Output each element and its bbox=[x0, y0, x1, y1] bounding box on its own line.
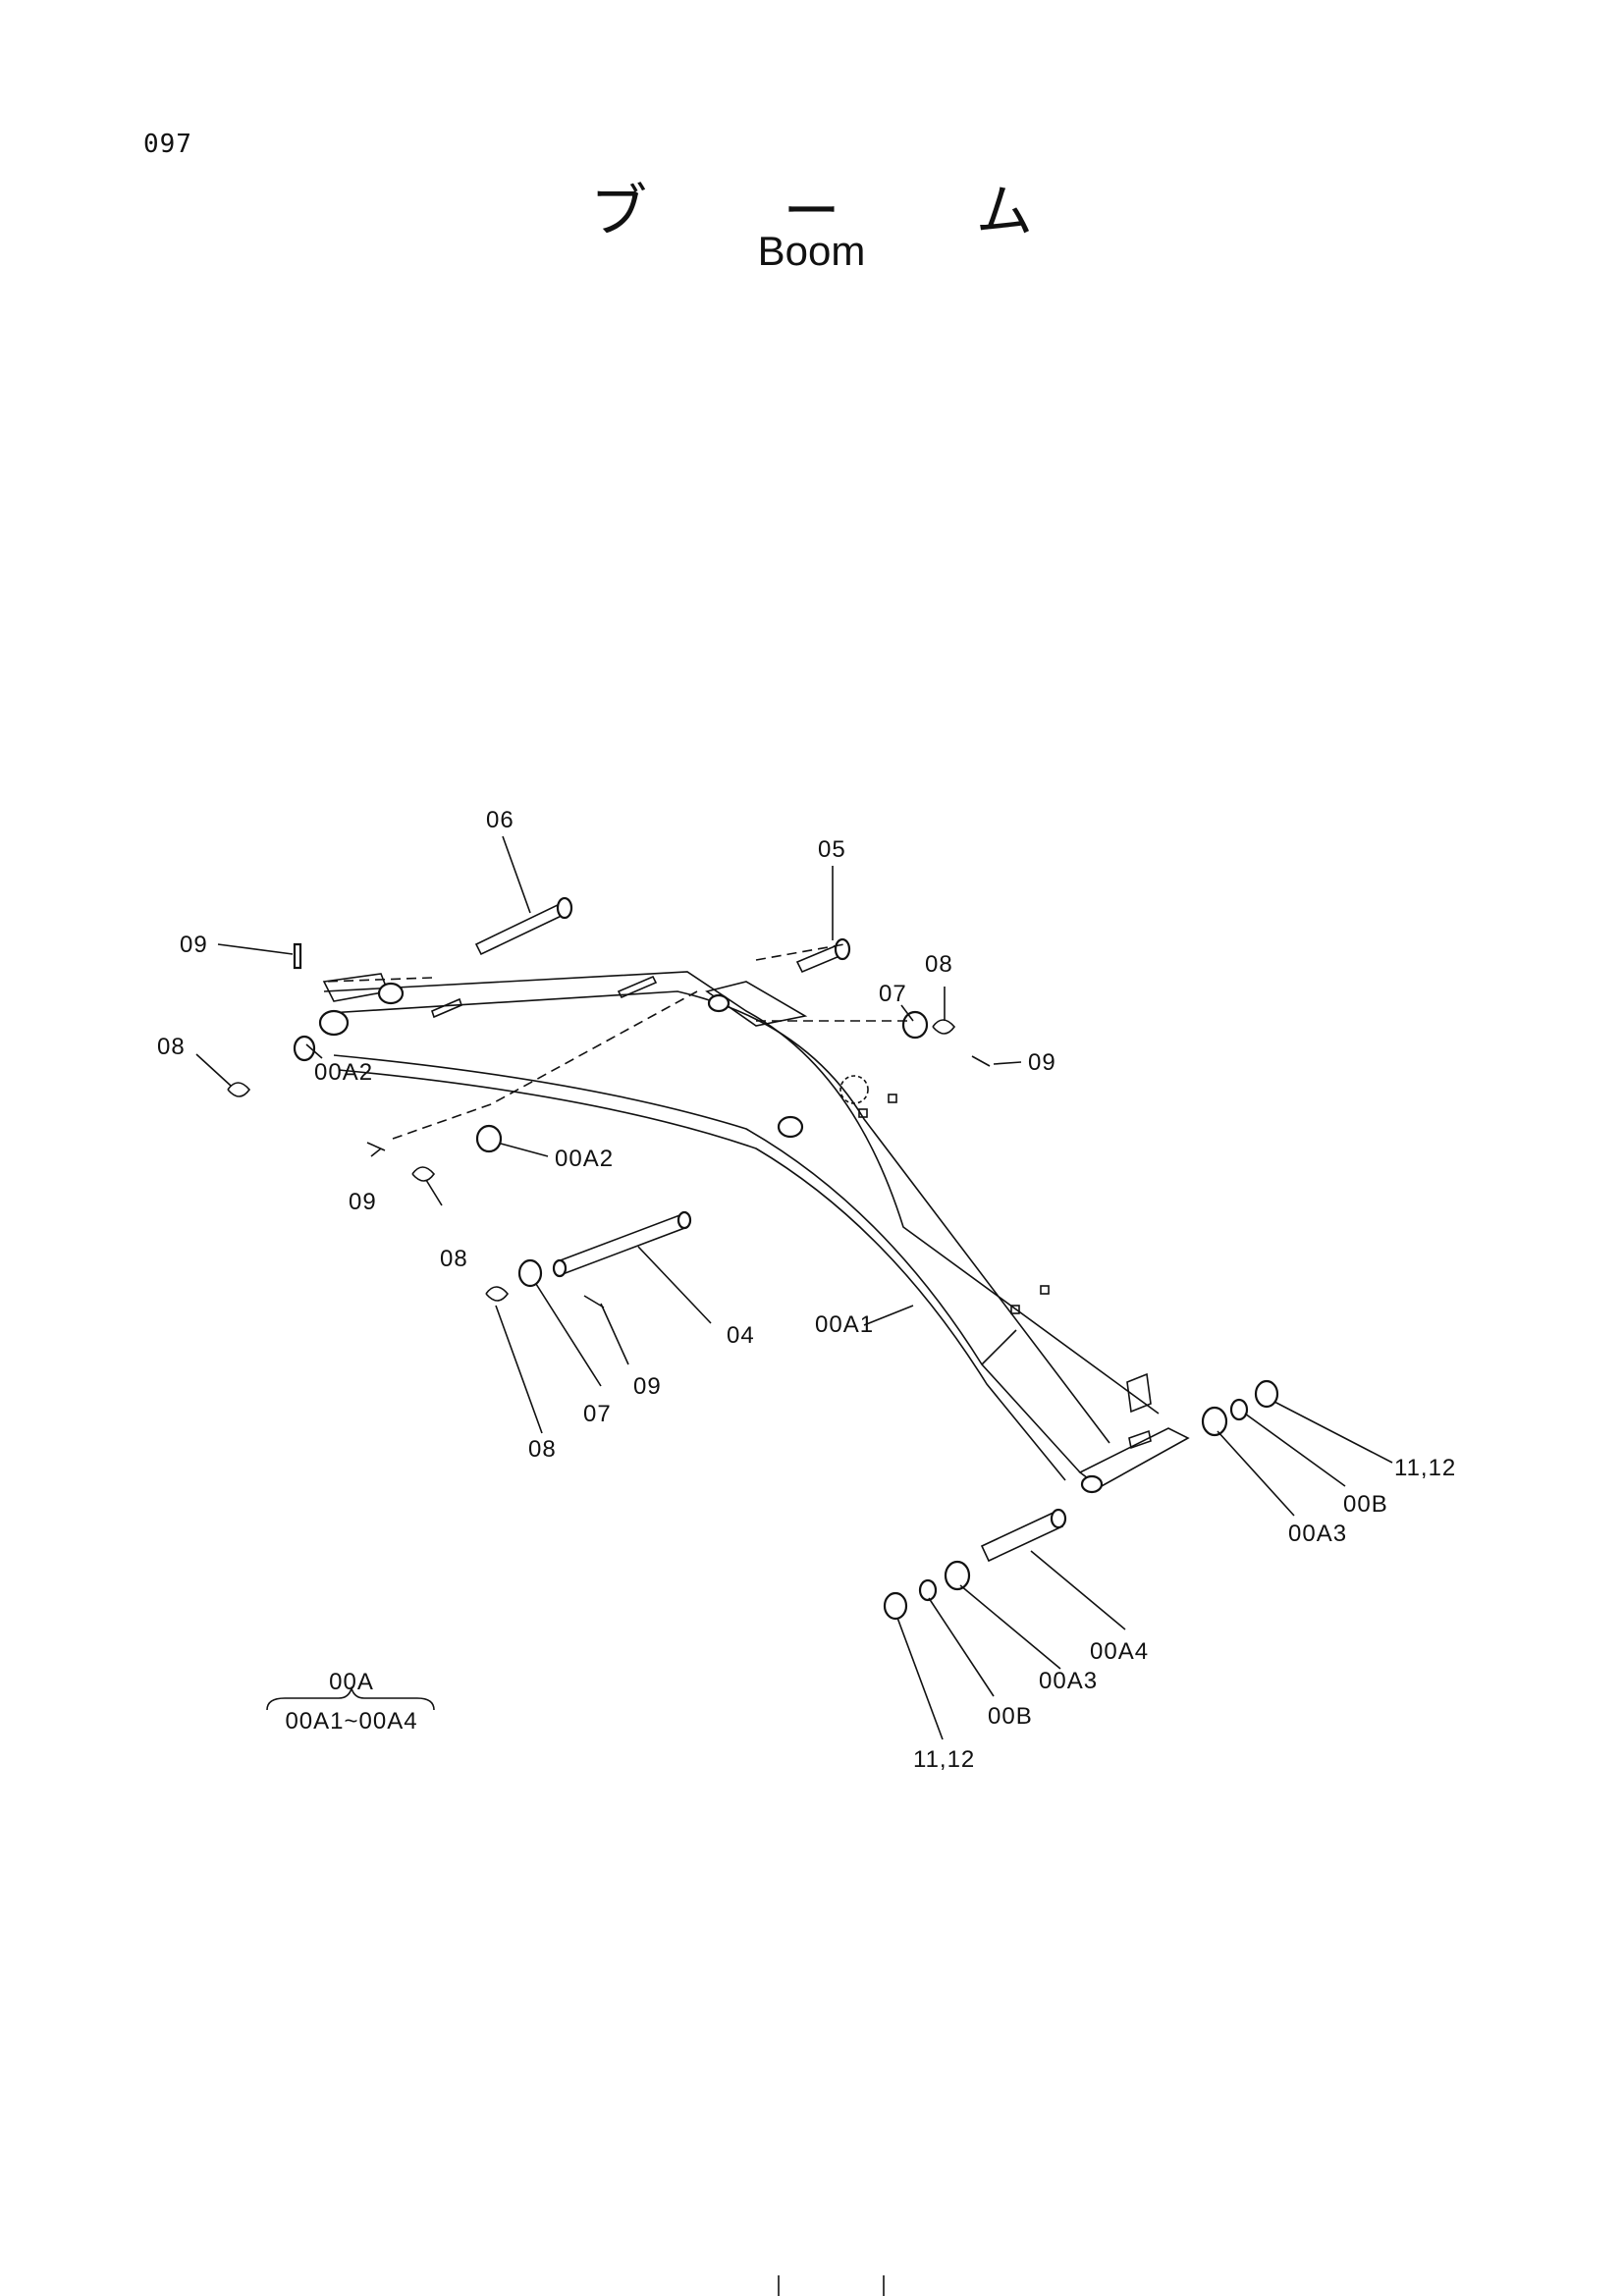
callout-09-lower: 09 bbox=[633, 1373, 662, 1400]
callout-00A4: 00A4 bbox=[1090, 1638, 1149, 1665]
pin-04 bbox=[552, 1210, 692, 1278]
assembly-legend: 00A 00A1~00A4 bbox=[263, 1669, 440, 1735]
legend-brace bbox=[266, 1685, 435, 1711]
callout-00B-right: 00B bbox=[1343, 1491, 1388, 1518]
callout-04: 04 bbox=[727, 1322, 755, 1349]
callout-00A1: 00A1 bbox=[815, 1311, 874, 1338]
callout-labels: 06 05 09 08 00A2 07 08 09 09 00A2 08 04 … bbox=[157, 807, 1456, 1773]
callout-07-right: 07 bbox=[879, 981, 907, 1007]
footer-marks bbox=[778, 2275, 885, 2296]
assembly-lines bbox=[323, 943, 913, 1140]
callout-00A3-right: 00A3 bbox=[1288, 1521, 1347, 1547]
callout-08-mid: 08 bbox=[440, 1246, 468, 1272]
small-parts bbox=[227, 942, 1279, 1621]
callout-09-mid: 09 bbox=[349, 1189, 377, 1215]
callout-09-top-left: 09 bbox=[180, 932, 208, 958]
callout-06: 06 bbox=[486, 807, 514, 833]
page-title-japanese: ブ ー ム bbox=[590, 178, 1092, 244]
callout-08-lower: 08 bbox=[528, 1436, 557, 1463]
callout-00A2-left: 00A2 bbox=[314, 1059, 373, 1086]
callout-00A2-mid: 00A2 bbox=[555, 1146, 614, 1172]
callout-09-right: 09 bbox=[1028, 1049, 1056, 1076]
page-title-english: Boom bbox=[757, 228, 866, 274]
legend-component-range: 00A1~00A4 bbox=[285, 1708, 418, 1735]
callout-11-12-bottom: 11,12 bbox=[913, 1746, 975, 1773]
callout-05: 05 bbox=[818, 836, 846, 863]
callout-00A3-bottom: 00A3 bbox=[1039, 1668, 1098, 1694]
callout-08-right: 08 bbox=[925, 951, 953, 978]
leader-lines bbox=[195, 835, 1393, 1740]
callout-07-lower: 07 bbox=[583, 1401, 612, 1427]
pin-00A4 bbox=[980, 1508, 1067, 1563]
legend-assembly-code: 00A bbox=[329, 1669, 374, 1695]
pin-05 bbox=[795, 937, 851, 974]
callout-11-12-right: 11,12 bbox=[1394, 1455, 1456, 1481]
callout-00B-bottom: 00B bbox=[988, 1703, 1033, 1730]
callout-08-left: 08 bbox=[157, 1034, 186, 1060]
page-number: 097 bbox=[143, 130, 192, 159]
boom-body bbox=[318, 971, 1190, 1494]
pin-06 bbox=[474, 896, 573, 956]
